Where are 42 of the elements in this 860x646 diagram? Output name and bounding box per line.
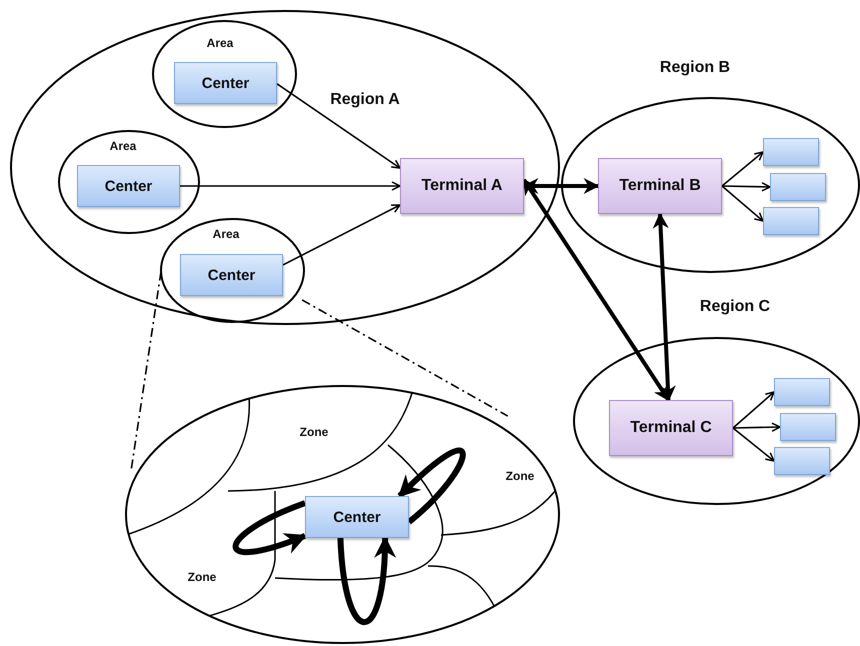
arrow [282, 204, 401, 266]
zoom-ellipse [125, 385, 560, 644]
area-ellipse [152, 20, 297, 128]
empty-box [763, 138, 819, 166]
center-box: Center [180, 254, 283, 296]
arrow [732, 391, 775, 429]
loop-arrow [398, 448, 466, 524]
empty-box [780, 413, 836, 441]
region-ellipse [10, 10, 560, 325]
terminal-box: Terminal A [400, 158, 524, 214]
arrow [721, 185, 764, 222]
center-box: Center [77, 165, 180, 207]
area-ellipse [160, 218, 305, 323]
loop-arrow [337, 536, 396, 625]
terminal-box: Terminal B [598, 158, 722, 214]
center-box: Center [305, 496, 409, 538]
arrow [722, 182, 771, 192]
zone-label: Zone [506, 469, 534, 483]
area-title: Area [206, 36, 234, 50]
arrow [732, 427, 775, 462]
region-title: Region B [660, 59, 730, 77]
empty-box [774, 378, 830, 406]
arrow [732, 422, 781, 432]
region-title: Region C [700, 298, 770, 316]
arrow [180, 181, 401, 191]
dash-dot-line [302, 299, 508, 417]
area-ellipse [58, 130, 200, 234]
empty-box [774, 447, 830, 475]
arrow [276, 83, 401, 169]
region-title: Region A [330, 91, 400, 109]
empty-box [763, 207, 819, 235]
area-title: Area [212, 227, 240, 241]
terminal-box: Terminal C [609, 400, 733, 456]
zone-label: Zone [300, 425, 328, 439]
area-title: Area [110, 139, 136, 153]
empty-box [770, 173, 826, 201]
arrow [721, 151, 764, 187]
center-box: Center [174, 62, 277, 104]
zone-label: Zone [188, 570, 216, 584]
dash-dot-line [130, 271, 162, 471]
double-arrow [652, 212, 676, 402]
loop-arrow [232, 500, 308, 555]
